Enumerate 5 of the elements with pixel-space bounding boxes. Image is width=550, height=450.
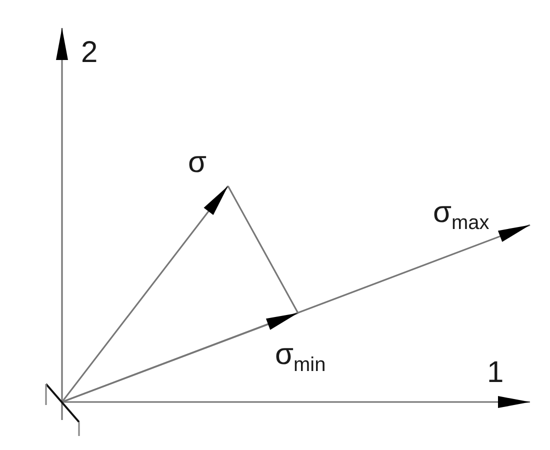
- vector-label: σ: [188, 148, 207, 178]
- vector-label: σ$_{min}$: [275, 340, 326, 370]
- vector-label: 1: [487, 358, 504, 388]
- vector-label: σ$_{max}$: [433, 198, 490, 228]
- vector-label: 2: [81, 38, 98, 68]
